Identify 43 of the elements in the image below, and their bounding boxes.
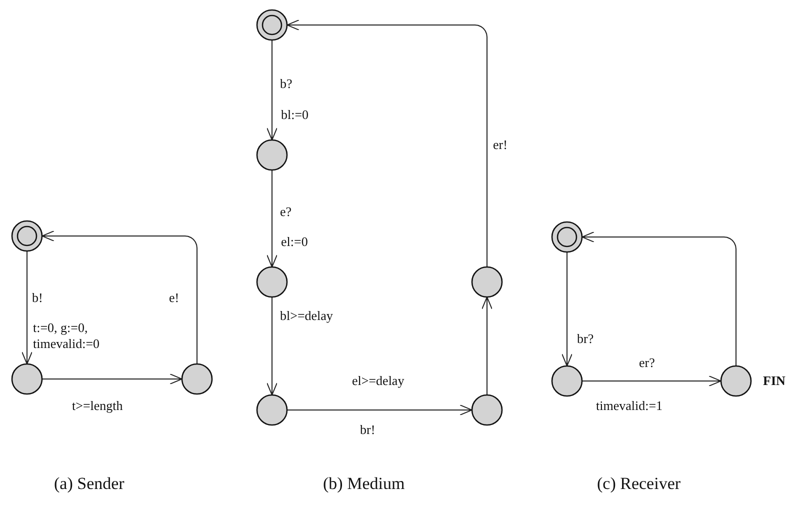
transition-update: t:=0, g:=0, timevalid:=0 [33, 320, 100, 352]
edge-label: bl>=delay [280, 308, 333, 324]
state-circle [720, 365, 752, 397]
transition-update: bl:=0 [281, 107, 309, 124]
caption: (b) Medium [323, 473, 405, 494]
edge-label: t>=length [72, 398, 123, 414]
arrow [22, 250, 32, 364]
transition-update: el:=0 [281, 234, 308, 250]
state-circle [551, 365, 583, 397]
state-circle [471, 266, 503, 298]
state-circle [256, 394, 288, 426]
caption: (c) Receiver [597, 473, 681, 494]
edge-label: b? [280, 76, 292, 92]
arrow [562, 252, 572, 366]
arrow [482, 296, 492, 396]
state-circle [256, 139, 288, 171]
state-circle [256, 266, 288, 298]
edge-label: e! [169, 290, 180, 306]
edge-label: br! [360, 422, 376, 438]
initial-state-circle [551, 221, 583, 253]
state-annotation: FIN [763, 373, 786, 389]
initial-state-circle [256, 9, 288, 41]
arrow [582, 232, 736, 366]
arrow [266, 170, 278, 268]
edge-label: er! [493, 137, 508, 154]
arrow [286, 20, 488, 268]
transition-update: el>=delay [352, 373, 404, 390]
arrow [266, 296, 278, 396]
state-circle [181, 363, 213, 395]
arrow [266, 40, 278, 140]
edge-label: e? [280, 204, 292, 220]
edge-label: b! [32, 290, 43, 306]
arrow [42, 374, 182, 384]
state-circle [471, 394, 503, 426]
caption: (a) Sender [54, 473, 124, 494]
arrow [582, 376, 722, 386]
edge-label: er? [639, 355, 655, 372]
state-circle [11, 363, 43, 395]
arrow [42, 230, 198, 364]
transition-update: timevalid:=1 [596, 398, 663, 414]
arrow [286, 404, 472, 416]
edge-label: br? [577, 331, 594, 348]
initial-state-circle [11, 220, 43, 252]
